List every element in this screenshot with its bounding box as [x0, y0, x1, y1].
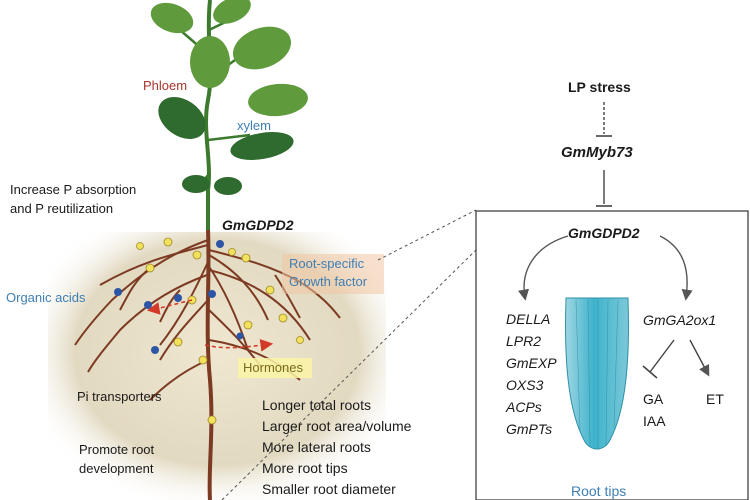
ga2ox-inhibit-line [649, 339, 675, 373]
main-root [205, 229, 214, 500]
leaf [213, 0, 251, 24]
effect-item: Smaller root diameter [262, 481, 396, 497]
root-tip-cells [575, 299, 619, 448]
downstream-gene: ACPs [506, 399, 542, 415]
downstream-gene: LPR2 [506, 333, 542, 349]
gmmyb73-label: GmMyb73 [561, 144, 633, 161]
box-gmgdpd2-label: GmGDPD2 [568, 225, 640, 241]
zoom-line-top [377, 209, 477, 261]
xylem-label: xylem [237, 118, 271, 133]
leaf [182, 175, 210, 193]
pi-transporters-label: Pi transporters [77, 389, 162, 404]
ga-label: GA [643, 391, 664, 407]
leaf [248, 83, 308, 117]
leaf [230, 132, 294, 160]
increase-absorption-text-1: Increase P absorption [10, 182, 137, 197]
root-specific-label-2: Growth factor [289, 274, 368, 289]
ga2ox-inhibit-bar [642, 365, 658, 379]
leaf [150, 2, 194, 34]
gmga2ox1-label: GmGA2ox1 [643, 312, 717, 328]
leaf [214, 177, 242, 195]
effect-item: Longer total roots [262, 397, 371, 413]
growth-factor-badge [282, 254, 384, 294]
leaf [190, 36, 230, 88]
soil-background [48, 232, 386, 500]
hormones-label: Hormones [243, 360, 303, 375]
lp-stress-label: LP stress [568, 79, 631, 95]
stem [204, 0, 213, 230]
organic-acid-ions [114, 240, 244, 354]
gene-label-gmgdpd2: GmGDPD2 [222, 217, 294, 233]
root-tips-label: Root tips [571, 483, 627, 499]
effect-item: More lateral roots [262, 439, 371, 455]
hormone-arrow [204, 338, 274, 352]
acid-release-arrow [146, 299, 193, 315]
zoom-line-bottom [221, 249, 477, 500]
leaf [232, 26, 292, 70]
downstream-gene: GmPTs [506, 421, 553, 437]
et-label: ET [706, 391, 724, 407]
phloem-label: Phloem [143, 78, 188, 93]
organic-acids-label: Organic acids [6, 290, 86, 305]
ga2ox-to-et-arrow [689, 339, 710, 377]
root-nodules [136, 237, 304, 425]
increase-absorption-text-2: and P reutilization [10, 201, 114, 216]
effect-item: Larger root area/volume [262, 418, 412, 434]
root-tip-image [565, 297, 629, 450]
effect-item: More root tips [262, 460, 348, 476]
hormones-badge [238, 358, 312, 378]
root-specific-label-1: Root-specific [289, 256, 365, 271]
iaa-label: IAA [643, 413, 666, 429]
leaf [158, 97, 206, 139]
arrow-to-left-genes [518, 235, 569, 301]
downstream-gene: GmEXP [506, 355, 557, 371]
downstream-gene: DELLA [506, 311, 551, 327]
arrow-to-ga2ox [659, 235, 693, 301]
promote-root-label-2: development [79, 461, 154, 476]
promote-root-label-1: Promote root [79, 442, 155, 457]
downstream-gene: OXS3 [506, 377, 544, 393]
